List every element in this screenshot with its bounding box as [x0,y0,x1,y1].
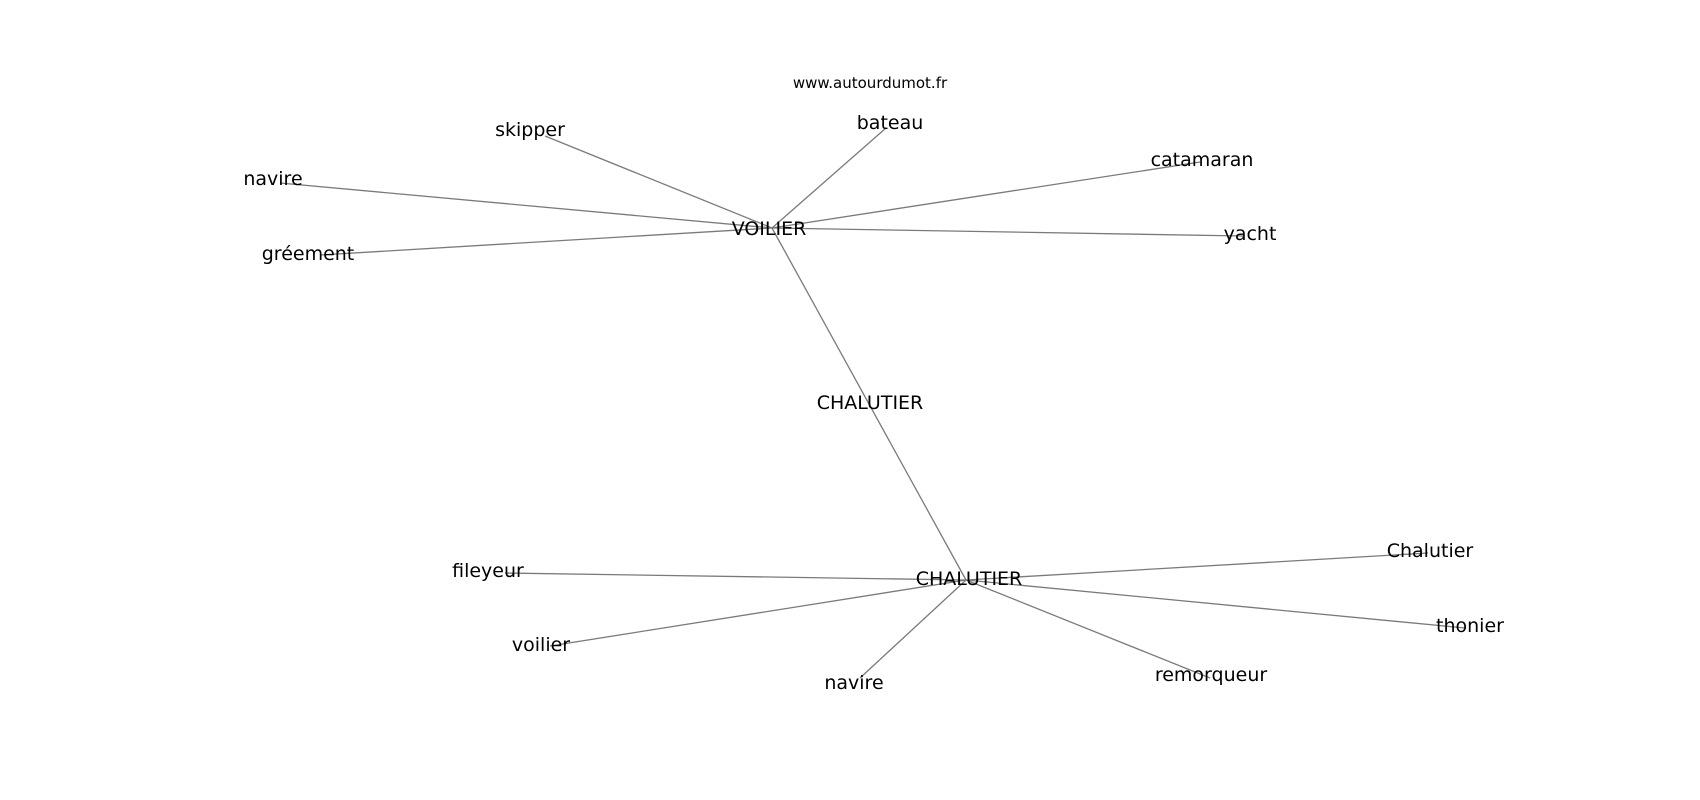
node-label-yacht[interactable]: yacht [1224,223,1277,245]
node-label-fileyeur[interactable]: fileyeur [452,560,524,582]
edge-chalutier_hub-voilier_low [549,579,967,647]
edge-chalutier_hub-navire2 [859,579,967,679]
edge-voilier_hub-greement [319,227,773,256]
node-label-remorqueur[interactable]: remorqueur [1155,664,1268,686]
edge-voilier_hub-skipper [544,135,773,229]
node-label-voilier-hub[interactable]: VOILIER [732,218,807,240]
node-label-thonier[interactable]: thonier [1436,615,1504,637]
node-label-greement[interactable]: gréement [262,243,355,265]
edge-chalutier_hub-remorqueur [965,579,1211,679]
labels-layer: VOILIER CHALUTIER CHALUTIER skipper bateau ca… [243,112,1504,694]
edges-layer [279,127,1466,679]
edge-chalutier_hub-thonier [965,579,1466,629]
edge-voilier_hub-catamaran [771,161,1201,229]
node-label-chalutier-mid[interactable]: CHALUTIER [817,392,924,414]
edge-voilier_hub-navire1 [279,182,773,229]
edge-chalutier_hub-chalutier_cap [965,552,1429,581]
node-label-bateau[interactable]: bateau [857,112,924,134]
node-label-catamaran[interactable]: catamaran [1151,149,1254,171]
node-label-navire1[interactable]: navire [243,168,302,190]
node-label-navire2[interactable]: navire [824,672,883,694]
edge-voilier_hub-yacht [771,227,1245,237]
edge-voilier_hub-bateau [771,127,887,229]
edge-chalutier_hub-fileyeur [504,572,967,581]
node-label-skipper[interactable]: skipper [495,119,565,141]
edge-voilier_hub-chalutier_hub [771,227,967,581]
node-label-chalutier-cap[interactable]: Chalutier [1387,540,1474,562]
node-label-chalutier-hub[interactable]: CHALUTIER [916,568,1023,590]
node-label-voilier-low[interactable]: voilier [512,634,570,656]
site-watermark: www.autourdumot.fr [793,74,948,92]
